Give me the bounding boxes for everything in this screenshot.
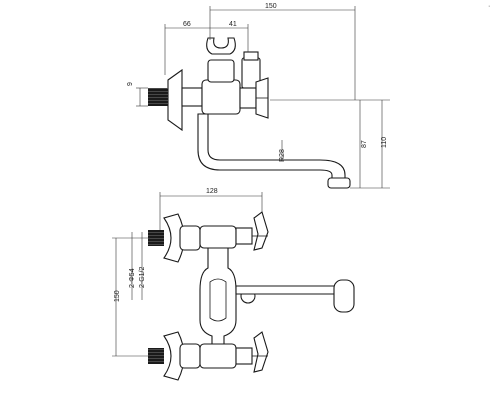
cross-handle-lower (253, 331, 269, 373)
spout-top (197, 113, 346, 183)
top-view (148, 37, 351, 189)
wall-flange-upper (163, 213, 185, 263)
inlet-nut-lower (179, 343, 201, 369)
inlet-thread-top (148, 88, 168, 106)
front-view (148, 211, 355, 381)
valve-body-lower (199, 343, 237, 369)
dim-spout-radius: R28 (279, 149, 286, 162)
dim-thread-inner: 2-G1/2 (139, 266, 146, 288)
corner-mark: · (488, 3, 490, 10)
dim-thread-outer: 2-Φ54 (129, 268, 136, 288)
valve-body-upper (199, 225, 237, 249)
inlet-nut-upper (179, 225, 201, 251)
inlet-thread-upper (148, 230, 164, 246)
dim-spout-drop: 87 (361, 140, 368, 148)
dim-total-width: 150 (265, 3, 277, 10)
inlet-pipe-top (181, 87, 203, 107)
diverter-stem (207, 59, 235, 83)
wall-flange-lower (163, 331, 185, 381)
handle-shaft-top (239, 87, 257, 109)
body-detail (209, 278, 227, 322)
dim-total-height: 110 (381, 137, 388, 148)
front-view-dimensions: 128 2-Φ54 2-G1/2 150 (112, 188, 263, 357)
top-view-dimensions: 150 66 41 9 R28 87 110 (127, 3, 390, 189)
handle-shaft-upper (235, 227, 253, 245)
handle-shaft-lower (235, 347, 253, 365)
hose-nut (243, 51, 259, 61)
cross-handle-upper (253, 211, 269, 251)
valve-body-top (201, 79, 241, 115)
dim-inner-offset: 41 (229, 21, 237, 28)
shower-holder (206, 37, 236, 55)
dim-center-distance: 150 (114, 290, 121, 302)
inlet-thread-lower (148, 348, 164, 364)
dim-front-width: 128 (206, 188, 218, 195)
spout-front-outlet (333, 279, 355, 313)
dim-inlet-height: 9 (127, 82, 134, 86)
vertical-body (199, 247, 237, 349)
dim-left-offset: 66 (183, 21, 191, 28)
spout-outlet (327, 177, 351, 189)
wall-flange-top (167, 68, 183, 132)
